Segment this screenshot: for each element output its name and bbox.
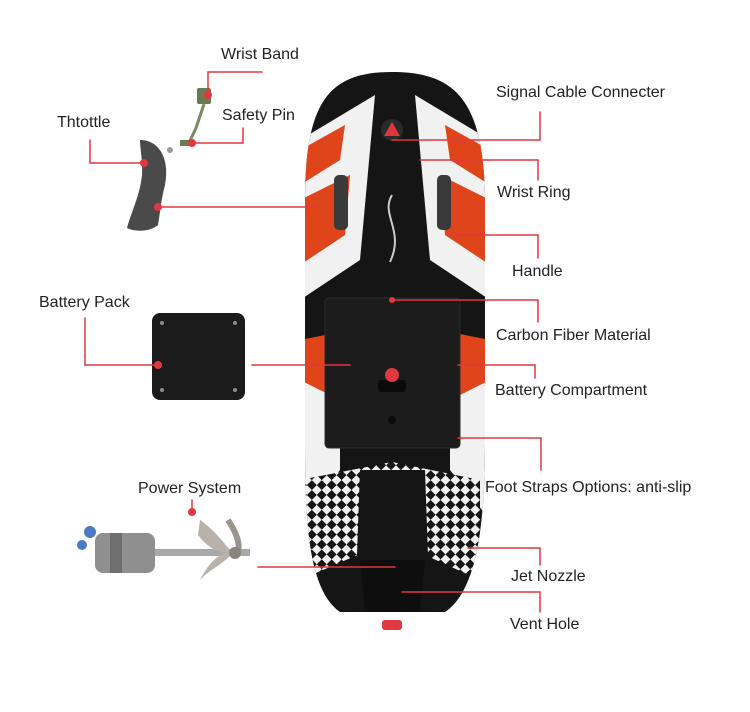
dot-safety-pin bbox=[188, 139, 196, 147]
battery-pack-icon bbox=[152, 313, 245, 400]
label-wrist-band: Wrist Band bbox=[221, 46, 299, 63]
throttle-icon bbox=[127, 140, 173, 231]
leader-line-jet-nozzle bbox=[467, 547, 541, 566]
leader-line-wrist-band bbox=[207, 71, 263, 96]
motor-propeller-icon bbox=[77, 518, 250, 580]
label-battery-compartment: Battery Compartment bbox=[495, 382, 648, 399]
label-wrist-ring: Wrist Ring bbox=[497, 184, 571, 201]
dot-battery-pack bbox=[154, 361, 162, 369]
dot-throttle bbox=[140, 159, 148, 167]
label-foot-straps: Foot Straps Options: anti-slip bbox=[485, 479, 692, 496]
label-carbon-fiber: Carbon Fiber Material bbox=[496, 327, 651, 344]
leader-line-wrist-ring bbox=[419, 159, 539, 181]
leader-line-signal-cable bbox=[391, 111, 541, 141]
label-signal-cable: Signal Cable Connecter bbox=[496, 84, 665, 101]
label-battery-pack: Battery Pack bbox=[39, 294, 130, 311]
leader-line-throttle bbox=[89, 139, 145, 164]
label-handle: Handle bbox=[512, 263, 563, 280]
leader-line-foot-straps bbox=[457, 437, 542, 471]
leader-line-battery-pack bbox=[84, 317, 159, 366]
leader-lines bbox=[84, 71, 542, 613]
leader-line-carbon-fiber bbox=[391, 299, 539, 323]
jet-board-icon bbox=[305, 72, 485, 630]
leader-line-safety-pin bbox=[191, 127, 244, 144]
label-power-system: Power System bbox=[138, 480, 242, 497]
label-vent-hole: Vent Hole bbox=[510, 616, 580, 633]
label-safety-pin: Safety Pin bbox=[222, 107, 295, 124]
leader-line-vent-hole bbox=[401, 591, 541, 613]
leader-dots bbox=[140, 91, 212, 516]
label-jet-nozzle: Jet Nozzle bbox=[511, 568, 586, 585]
dot-wrist-band bbox=[204, 91, 212, 99]
leader-line-handle bbox=[449, 234, 539, 259]
leader-line-battery-compartment bbox=[457, 364, 536, 379]
dot-throttle-body bbox=[154, 203, 162, 211]
label-throttle: Thtottle bbox=[57, 114, 111, 131]
dot-power-system bbox=[188, 508, 196, 516]
